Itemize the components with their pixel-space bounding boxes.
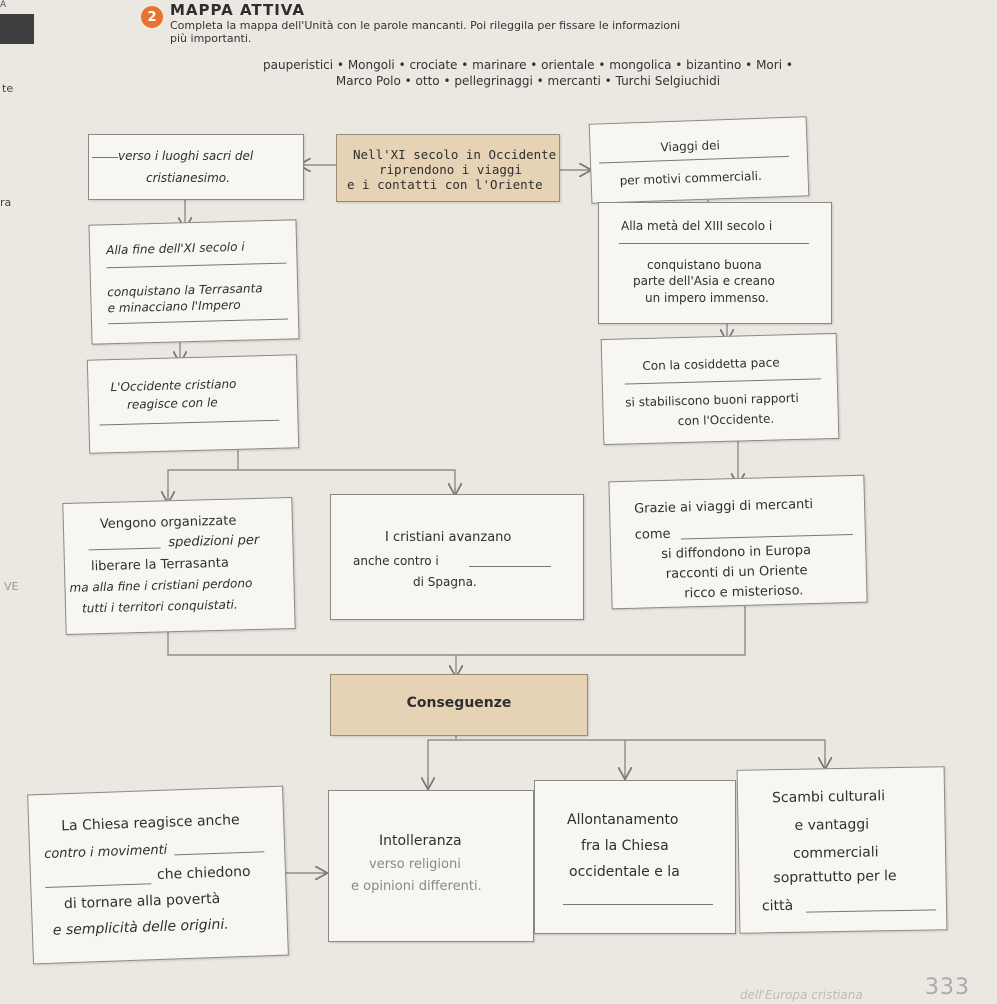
answer-blank[interactable]: [599, 155, 789, 164]
box-intolerance: Intolleranza verso religioni e opinioni …: [328, 790, 534, 942]
box-text: che chiedono: [156, 863, 251, 884]
word-bank: pauperistici • Mongoli • crociate • mari…: [228, 57, 828, 89]
box-west-reaction: L'Occidente cristiano reagisce con le: [86, 354, 300, 454]
box-text: soprattutto per le: [773, 868, 897, 887]
box-crusades: Vengono organizzate spedizioni per liber…: [62, 497, 296, 635]
exercise-number-badge: 2: [141, 6, 163, 28]
exercise-instruction: Completa la mappa dell'Unità con le paro…: [170, 19, 770, 45]
answer-blank[interactable]: [174, 851, 265, 856]
instruction-line-2: più importanti.: [170, 32, 252, 45]
box-text: e minacciano l'Impero: [107, 297, 241, 316]
box-text: di tornare alla povertà: [63, 890, 221, 913]
corner-mark: A: [0, 0, 7, 10]
box-text: con l'Occidente.: [677, 411, 775, 429]
margin-fragment-3: VE: [4, 580, 19, 593]
box-text: liberare la Terrasanta: [90, 555, 230, 575]
margin-fragment-1: te: [2, 82, 14, 95]
central-topic-line-2: riprendono i viaggi: [379, 162, 522, 177]
word-bank-line-2: Marco Polo • otto • pellegrinaggi • merc…: [335, 74, 721, 88]
box-text: racconti di un Oriente: [665, 563, 808, 582]
box-text: Con la cosiddetta pace: [642, 355, 780, 374]
box-reconquista: I cristiani avanzano anche contro i di S…: [330, 494, 584, 620]
margin-fragment-2: ra: [0, 196, 12, 209]
page-number: 333: [925, 975, 970, 1000]
box-text: commerciali: [792, 844, 879, 862]
exercise-title: MAPPA ATTIVA: [170, 1, 306, 19]
box-text: e semplicità delle origini.: [52, 916, 229, 939]
box-text: Scambi culturali: [771, 788, 886, 807]
box-turks: Alla fine dell'XI secolo i conquistano l…: [88, 219, 300, 345]
box-text: spedizioni per: [168, 532, 260, 551]
answer-blank[interactable]: [99, 419, 280, 426]
box-cultural-exchanges: Scambi culturali e vantaggi commerciali …: [736, 766, 948, 934]
running-footer: dell'Europa cristiana: [740, 988, 863, 1002]
answer-blank[interactable]: [108, 318, 289, 325]
box-mongols: Alla metà del XIII secolo i conquistano …: [598, 202, 832, 324]
answer-blank[interactable]: [624, 378, 821, 385]
box-text: e vantaggi: [794, 816, 870, 834]
box-text: Alla metà del XIII secolo i: [621, 219, 773, 233]
box-consequences: Conseguenze: [330, 674, 588, 736]
box-text: si stabiliscono buoni rapporti: [625, 390, 799, 410]
box-text: conquistano buona: [647, 258, 762, 272]
answer-blank[interactable]: [92, 157, 118, 158]
box-text: Viaggi dei: [660, 138, 721, 155]
box-pilgrimages: verso i luoghi sacri del cristianesimo.: [88, 134, 304, 200]
answer-blank[interactable]: [469, 566, 551, 567]
box-merchants: Viaggi dei per motivi commerciali.: [588, 116, 810, 204]
answer-blank[interactable]: [619, 243, 809, 244]
box-text: verso i luoghi sacri del: [118, 149, 254, 163]
corner-tab: [0, 14, 34, 44]
box-text: Vengono organizzate: [99, 513, 237, 533]
box-text: città: [761, 897, 794, 915]
central-topic-line-3: e i contatti con l'Oriente: [347, 177, 543, 192]
word-bank-line-1: pauperistici • Mongoli • crociate • mari…: [263, 58, 793, 72]
box-text: reagisce con le: [126, 395, 218, 412]
box-text: di Spagna.: [413, 575, 477, 589]
central-topic-line-1: Nell'XI secolo in Occidente: [353, 147, 557, 162]
box-text: anche contro i: [353, 554, 439, 568]
box-schism: Allontanamento fra la Chiesa occidentale…: [534, 780, 736, 934]
instruction-line-1: Completa la mappa dell'Unità con le paro…: [170, 19, 681, 32]
box-text: Intolleranza: [379, 833, 462, 849]
box-text: si diffondono in Europa: [661, 543, 812, 563]
box-text: I cristiani avanzano: [385, 530, 512, 545]
box-central-topic: Nell'XI secolo in Occidente riprendono i…: [336, 134, 560, 202]
answer-blank[interactable]: [563, 904, 713, 905]
box-text: ricco e misterioso.: [684, 583, 804, 602]
answer-blank[interactable]: [680, 533, 853, 540]
box-text: e opinioni differenti.: [351, 879, 482, 894]
box-travel-tales: Grazie ai viaggi di mercanti come si dif…: [608, 474, 868, 610]
box-text: un impero immenso.: [645, 291, 769, 305]
box-text: fra la Chiesa: [581, 838, 669, 854]
box-text: verso religioni: [369, 857, 461, 872]
box-text: Alla fine dell'XI secolo i: [105, 239, 245, 258]
box-text: per motivi commerciali.: [619, 168, 763, 188]
box-text: La Chiesa reagisce anche: [60, 812, 240, 835]
answer-blank[interactable]: [88, 547, 161, 551]
box-pauperistic-movements: La Chiesa reagisce anche contro i movime…: [27, 785, 289, 965]
box-text: cristianesimo.: [146, 171, 230, 185]
box-text: L'Occidente cristiano: [110, 376, 237, 395]
box-text: ma alla fine i cristiani perdono: [69, 576, 253, 595]
box-text: Grazie ai viaggi di mercanti: [633, 497, 814, 517]
answer-blank[interactable]: [806, 909, 937, 913]
box-text: come: [634, 526, 671, 543]
box-text: conquistano la Terrasanta: [107, 281, 263, 300]
box-text: contro i movimenti: [43, 842, 168, 862]
box-text: parte dell'Asia e creano: [633, 274, 775, 288]
box-text: Allontanamento: [567, 812, 679, 828]
answer-blank[interactable]: [106, 262, 287, 269]
box-text: occidentale e la: [569, 864, 680, 880]
consequences-label: Conseguenze: [406, 695, 512, 711]
answer-blank[interactable]: [45, 883, 152, 888]
box-text: tutti i territori conquistati.: [81, 597, 238, 616]
box-mongol-peace: Con la cosiddetta pace si stabiliscono b…: [600, 332, 840, 446]
